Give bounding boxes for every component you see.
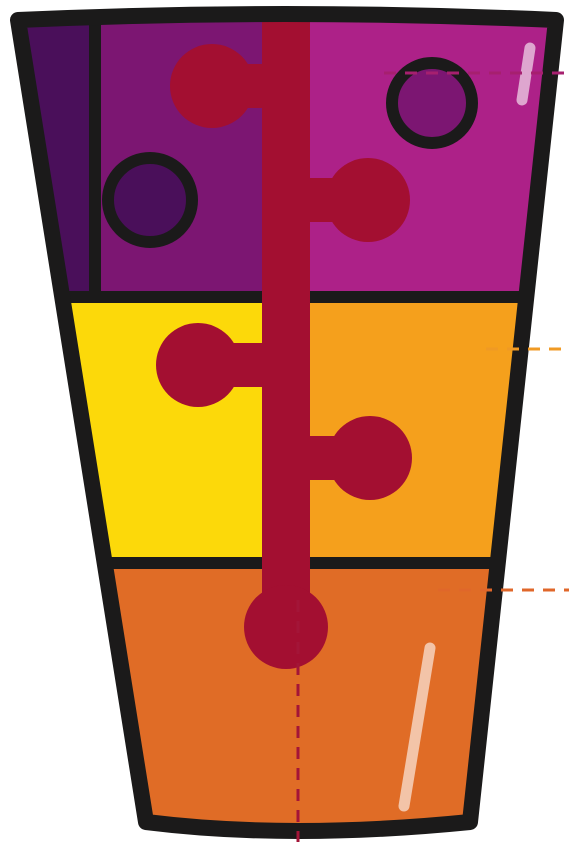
top-left-puzzle-knob bbox=[108, 158, 192, 242]
middle-band-left bbox=[0, 297, 295, 565]
top-right-puzzle-knob bbox=[392, 63, 472, 143]
